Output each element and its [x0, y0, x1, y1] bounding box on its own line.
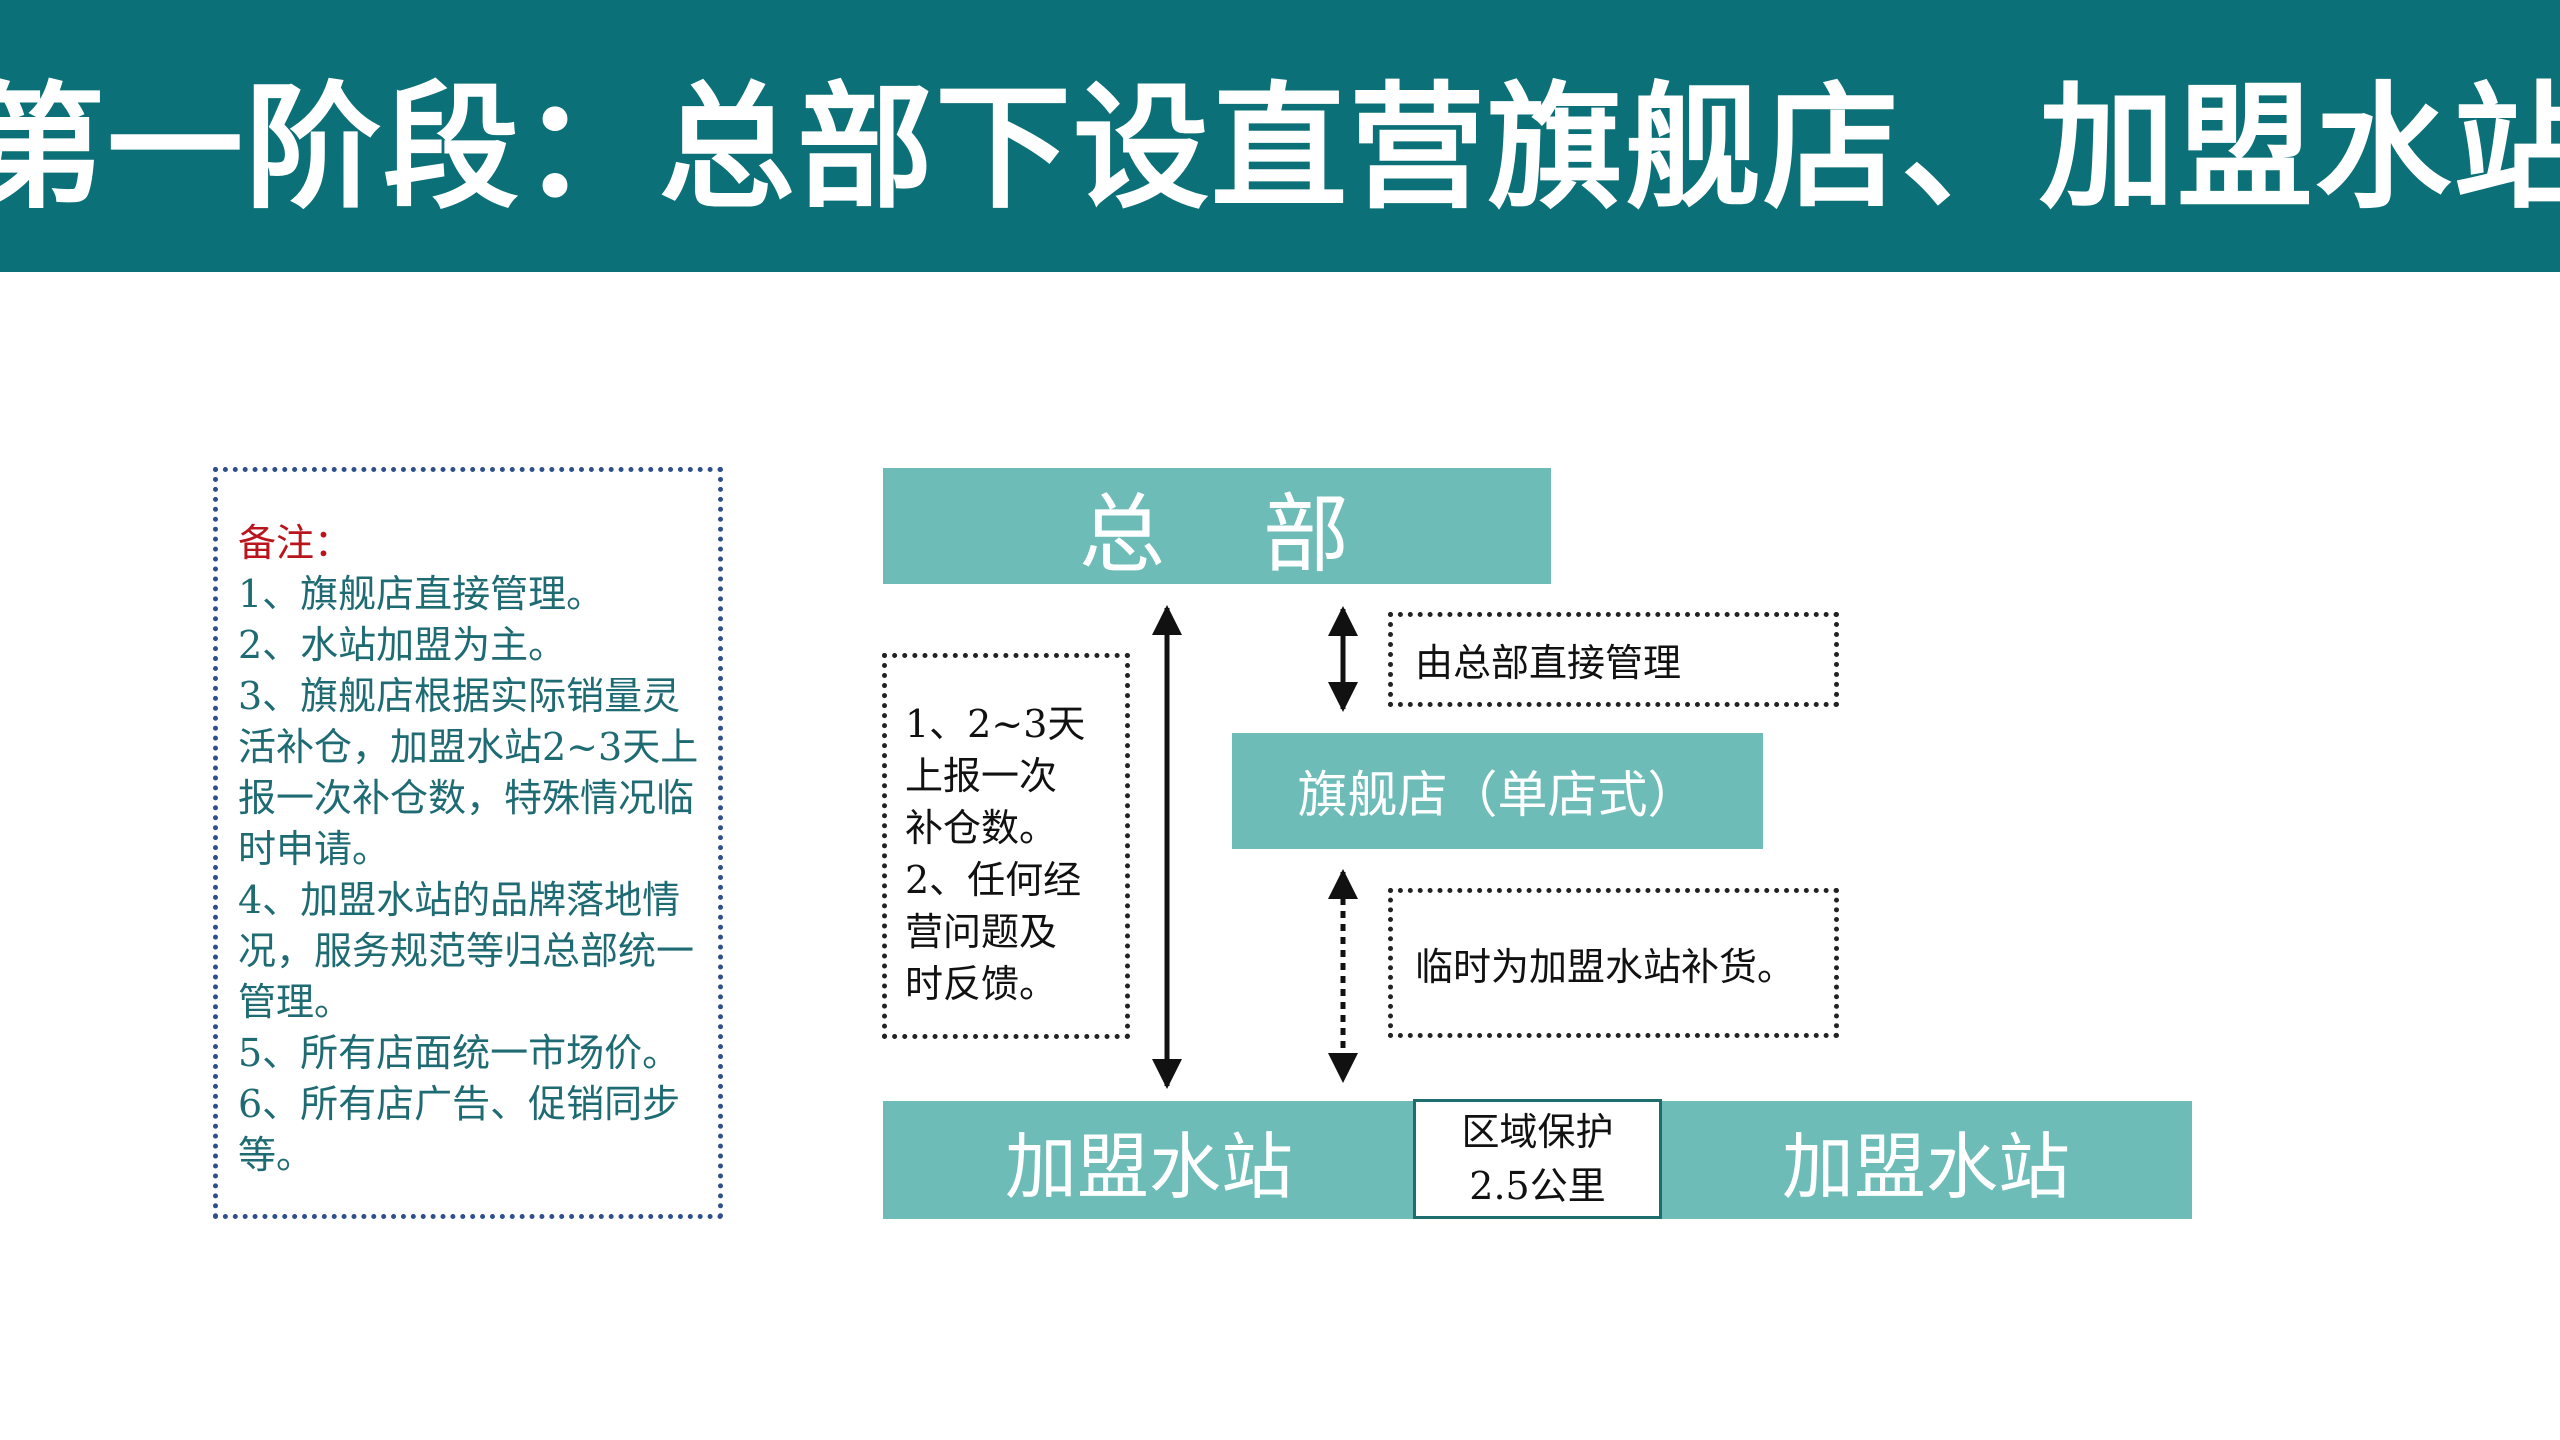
franchise-left-box: 加盟水站: [883, 1101, 1415, 1219]
notes-item: 4、加盟水站的品牌落地情况，服务规范等归总部统一管理。: [238, 878, 695, 1024]
franchise-right-box: 加盟水站: [1660, 1101, 2192, 1219]
notes-item: 5、所有店面统一市场价。: [238, 1031, 681, 1075]
report-line: 上报一次: [905, 754, 1058, 798]
notes-item: 1、旗舰店直接管理。: [238, 572, 605, 616]
report-line: 补仓数。: [905, 806, 1058, 850]
report-line: 1、2~3天: [905, 702, 1086, 746]
zone-distance: 2.5公里: [1469, 1164, 1606, 1208]
flagship-box: 旗舰店（单店式）: [1232, 733, 1763, 849]
notes-item: 6、所有店广告、促销同步等。: [238, 1082, 681, 1177]
report-line: 时反馈。: [905, 962, 1058, 1006]
zone-protection-box: 区域保护 2.5公里: [1413, 1099, 1662, 1219]
supply-note: 临时为加盟水站补货。: [1415, 944, 1796, 989]
notes-box: 备注： 1、旗舰店直接管理。 2、水站加盟为主。 3、旗舰店根据实际销量灵活补仓…: [213, 467, 723, 1219]
report-note-box: 1、2~3天 上报一次 补仓数。 2、任何经 营问题及 时反馈。: [882, 653, 1130, 1039]
notes-heading: 备注：: [238, 521, 353, 565]
notes-item: 3、旗舰店根据实际销量灵活补仓，加盟水站2~3天上报一次补仓数，特殊情况临时申请…: [238, 674, 699, 871]
report-line: 营问题及: [905, 910, 1058, 954]
zone-label: 区域保护: [1461, 1110, 1614, 1154]
page-title: 第一阶段：总部下设直营旗舰店、加盟水站: [0, 69, 2560, 228]
supply-note-box: 临时为加盟水站补货。: [1388, 888, 1839, 1038]
notes-item: 2、水站加盟为主。: [238, 623, 567, 667]
title-bar: [0, 0, 2560, 272]
management-note-box: 由总部直接管理: [1388, 612, 1839, 707]
report-line: 2、任何经: [905, 858, 1082, 902]
headquarters-box: 总 部: [883, 468, 1551, 585]
management-note: 由总部直接管理: [1415, 641, 1682, 685]
